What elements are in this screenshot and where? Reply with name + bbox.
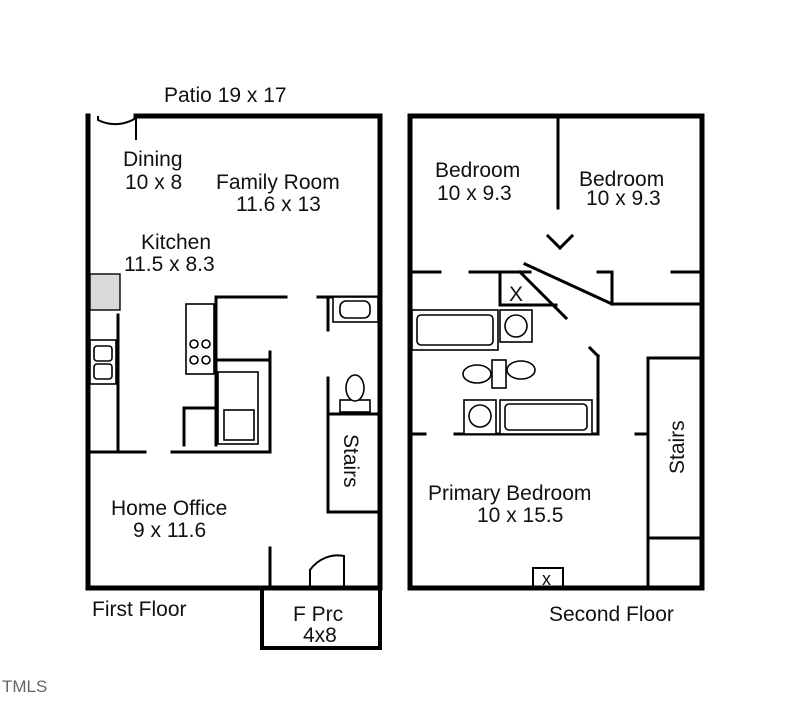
bedroom-2-size: 10 x 9.3 xyxy=(586,187,661,210)
family-room-label: Family Room xyxy=(216,171,340,194)
dining-size: 10 x 8 xyxy=(125,171,182,194)
first-floor-title: First Floor xyxy=(92,598,187,621)
patio-door[interactable] xyxy=(97,116,137,140)
second-floor-interior-walls xyxy=(408,114,704,590)
vent-mark: x xyxy=(542,569,551,589)
family-room-size: 11.6 x 13 xyxy=(236,193,321,216)
stairs-label-second: Stairs xyxy=(666,420,689,474)
toilet-first-floor xyxy=(339,374,371,413)
dining-label: Dining xyxy=(123,148,183,171)
bedroom-1-size: 10 x 9.3 xyxy=(437,182,512,205)
second-floor-plan: X x Bedroom 10 x 9.3 Bedroom 10 x 9.3 Pr… xyxy=(407,113,705,626)
kitchen-label: Kitchen xyxy=(141,231,211,254)
second-floor-title: Second Floor xyxy=(549,603,674,626)
primary-bedroom-label: Primary Bedroom xyxy=(428,482,591,505)
toilets-back-to-back xyxy=(462,359,536,389)
bedroom-1-label: Bedroom xyxy=(435,159,520,182)
front-porch-outline xyxy=(260,586,382,650)
stove xyxy=(185,303,215,375)
porch-size: 4x8 xyxy=(303,624,337,647)
front-door[interactable] xyxy=(309,554,345,588)
fridge xyxy=(89,273,121,311)
watermark-logo: TMLS xyxy=(2,677,47,696)
home-office-label: Home Office xyxy=(111,497,227,520)
patio-label: Patio 19 x 17 xyxy=(164,84,287,107)
stairs-label-first: Stairs xyxy=(339,434,362,488)
vent-box xyxy=(532,567,564,589)
porch-label: F Prc xyxy=(293,603,343,626)
linen-closet-mark: X xyxy=(509,283,523,306)
first-floor-plan: Patio 19 x 17 Dining 10 x 8 Family Room … xyxy=(85,84,383,650)
home-office-size: 9 x 11.6 xyxy=(133,519,206,542)
primary-bedroom-size: 10 x 15.5 xyxy=(477,504,563,527)
bedroom-2-label: Bedroom xyxy=(579,168,664,191)
kitchen-size: 11.5 x 8.3 xyxy=(124,253,215,276)
